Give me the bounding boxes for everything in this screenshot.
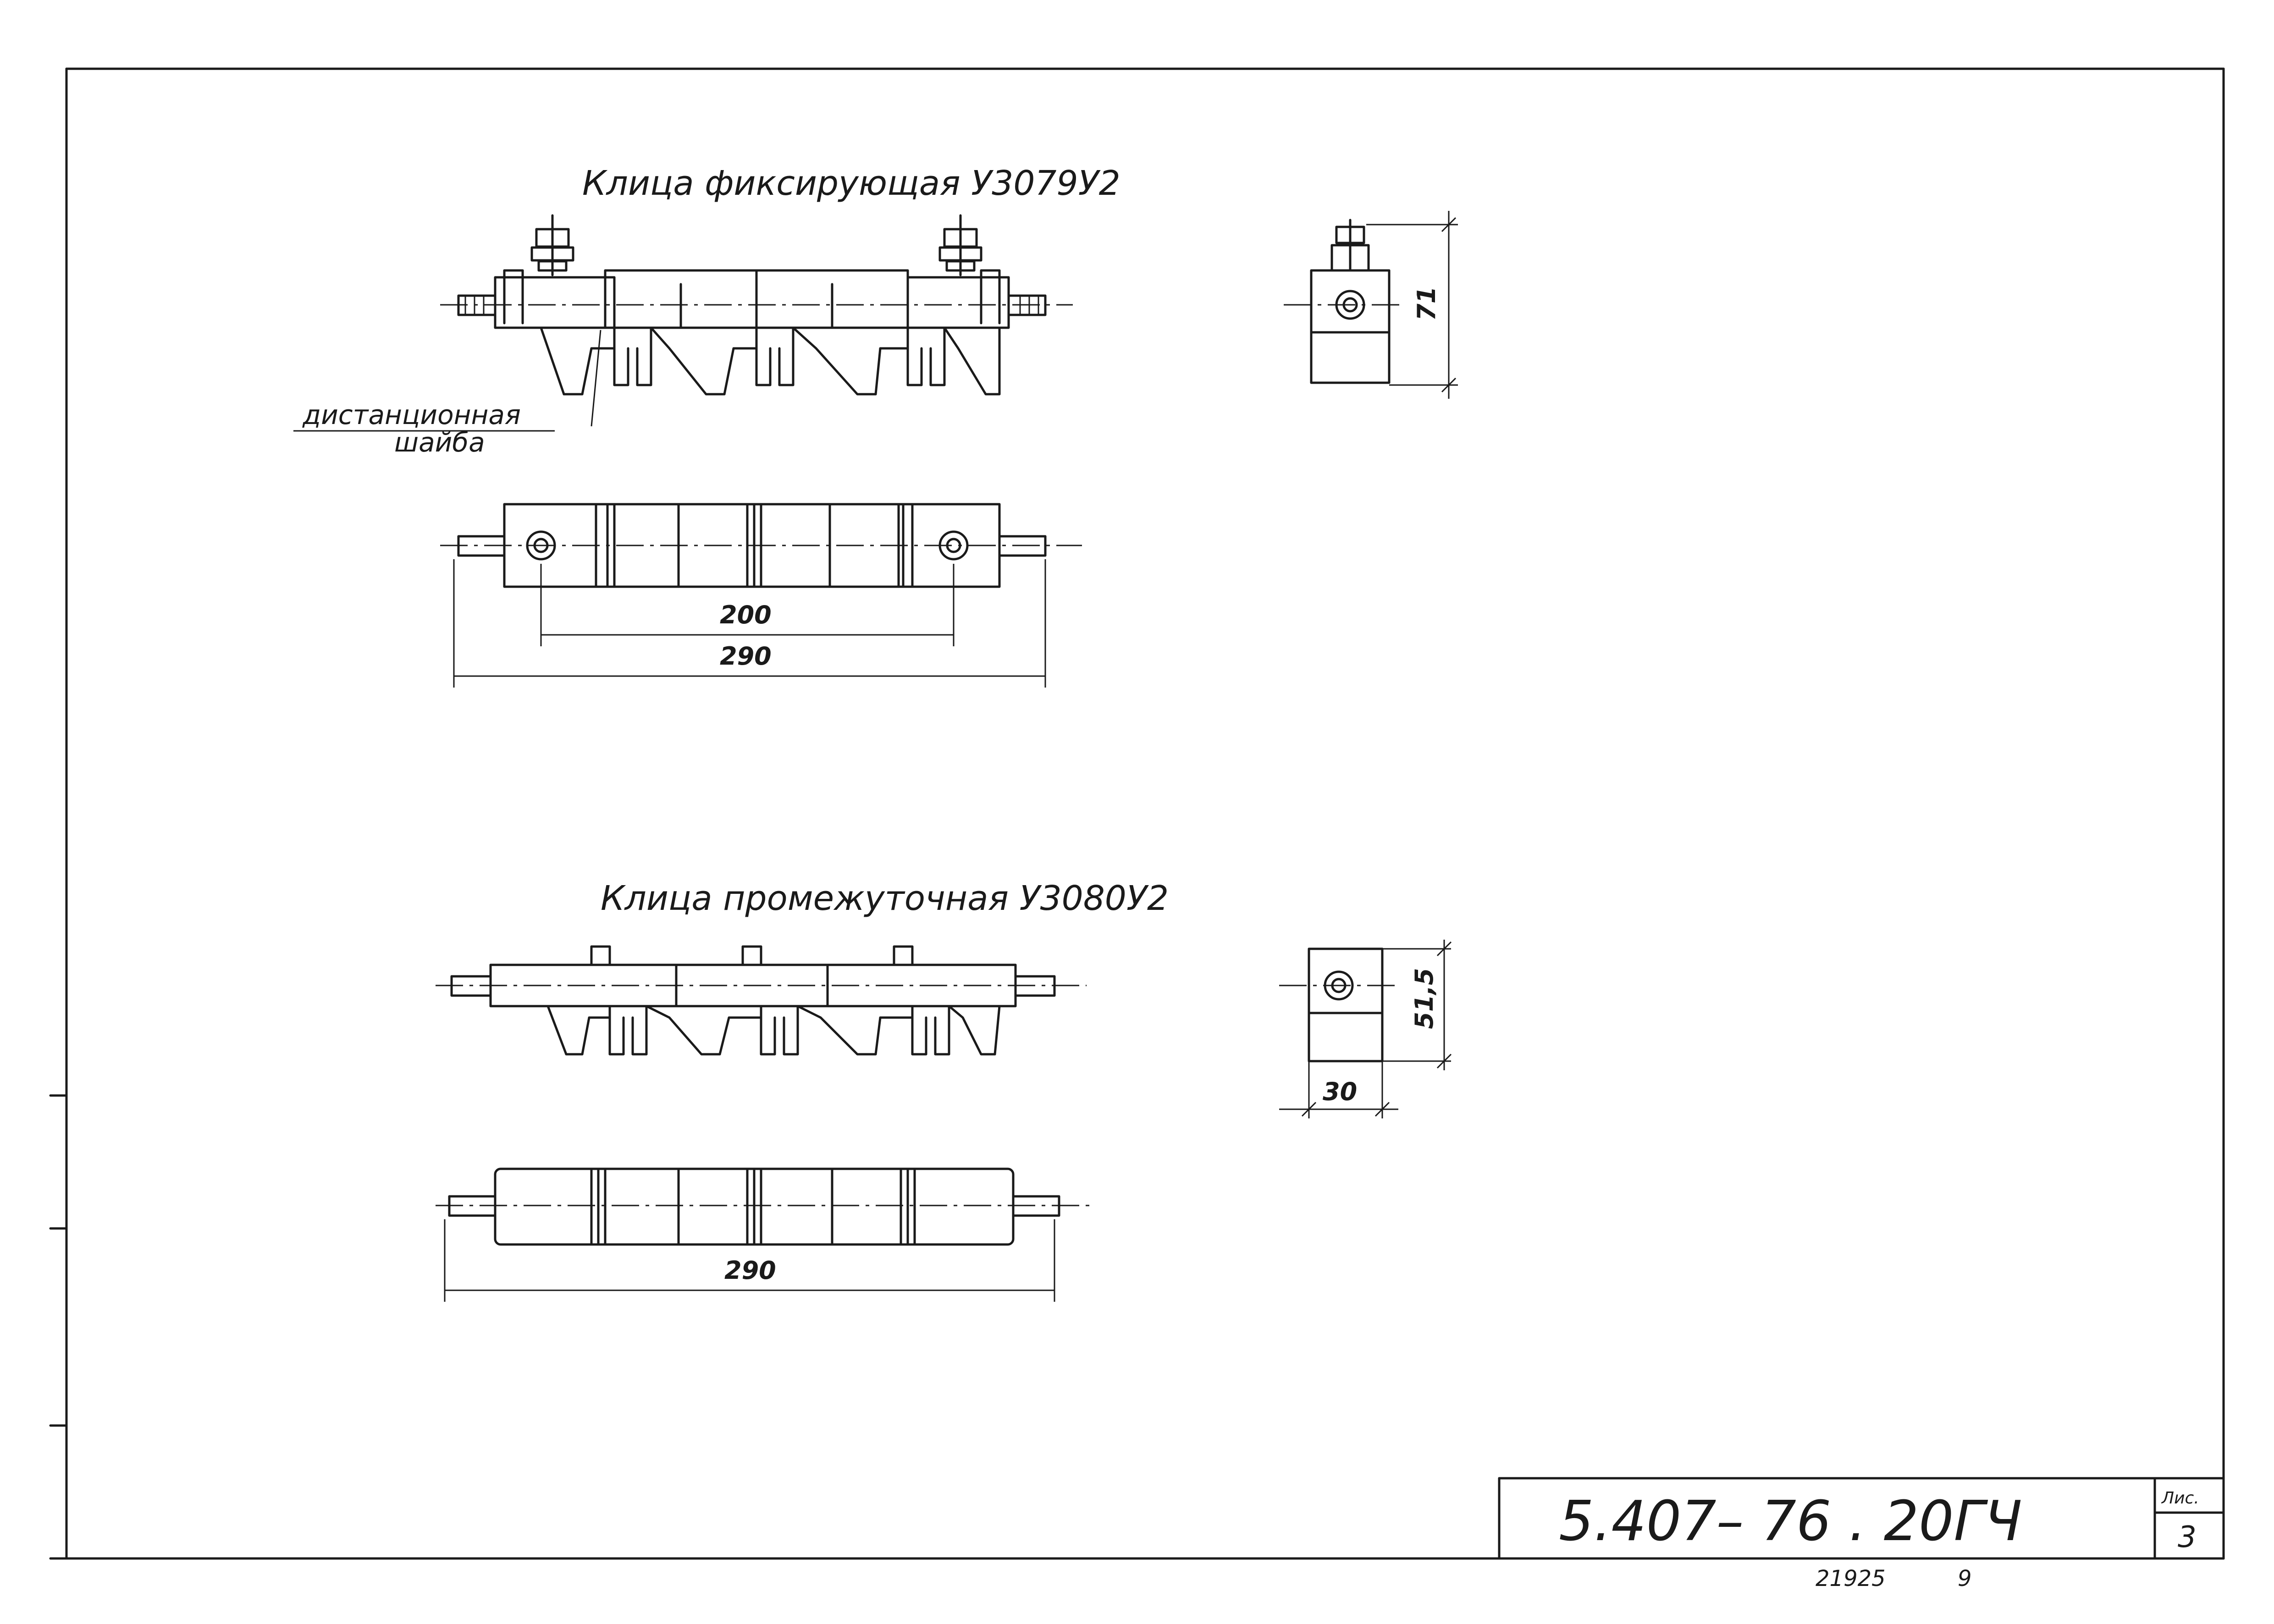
spacer-washer-label-1: дистанционная	[302, 399, 521, 430]
fixing-length-dimension: 290	[720, 642, 772, 671]
intermediate-clamp-title: Клица промежуточная У3080У2	[601, 879, 1169, 918]
sheet-frame	[49, 67, 2225, 1560]
spacer-washer-label-2: шайба	[394, 427, 485, 458]
intermediate-clamp-front-view	[436, 945, 1087, 1056]
intermediate-clamp-side-view	[1279, 940, 1452, 1118]
fixing-clamp-side-view	[1284, 211, 1458, 399]
fixing-clamp-plan-view	[440, 503, 1082, 688]
fixing-bolt-spacing-dimension: 200	[720, 600, 772, 629]
title-block	[1498, 1477, 2225, 1560]
document-code: 5.407– 76 . 20ГЧ	[1559, 1490, 2022, 1553]
intermediate-length-dimension: 290	[724, 1256, 776, 1285]
fixing-clamp-front-view	[440, 214, 1073, 427]
fixing-height-dimension: 71	[1412, 286, 1441, 321]
sheet-number: 3	[2178, 1520, 2197, 1554]
inventory-number: 21925	[1816, 1566, 1886, 1591]
intermediate-clamp-plan-view	[436, 1167, 1091, 1302]
intermediate-height-dimension: 51,5	[1410, 968, 1439, 1029]
sheet-label: Лис.	[2161, 1489, 2199, 1508]
fixing-clamp-title: Клица фиксирующая У3079У2	[582, 164, 1120, 203]
intermediate-width-dimension: 30	[1323, 1077, 1357, 1106]
footer-page: 9	[1958, 1566, 1972, 1591]
